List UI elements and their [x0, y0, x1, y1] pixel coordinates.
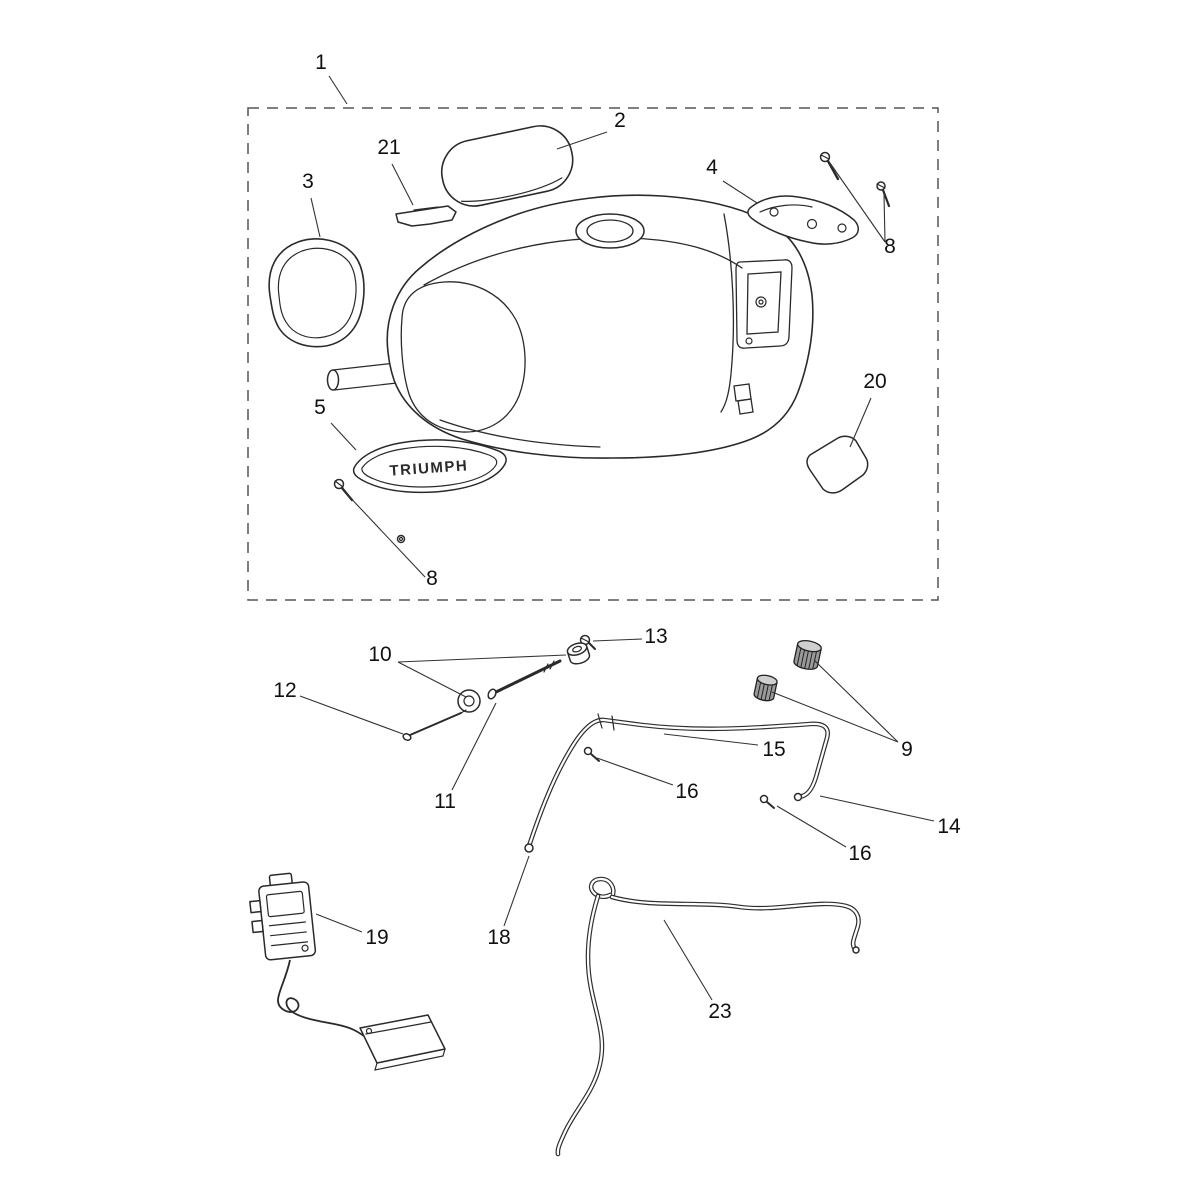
rubber-bush: [457, 689, 481, 713]
callout-16-a: 16: [675, 780, 698, 803]
sender-plate: [359, 1014, 446, 1071]
callout-4: 4: [706, 156, 718, 179]
callout-13: 13: [644, 625, 667, 648]
hose-end-fitting: [524, 843, 534, 853]
callout-8-bottom: 8: [426, 567, 438, 590]
callout-23: 23: [708, 1000, 731, 1023]
knee-pad-left: [268, 238, 365, 348]
hose-clip: [759, 794, 775, 809]
leader-lines: [299, 75, 935, 1001]
tank-rear-seam: [720, 213, 735, 413]
callout-10: 10: [368, 643, 391, 666]
knurled-cap: [793, 640, 822, 670]
callout-20: 20: [863, 370, 886, 393]
callout-labels: 1 2 21 3 4 8 20 5 8 13 10 12 9 15 11 16 …: [273, 51, 961, 1023]
callout-16-b: 16: [848, 842, 871, 865]
bracket-plate: [395, 205, 457, 227]
screw: [819, 151, 840, 181]
callout-11: 11: [434, 790, 456, 813]
screw-long: [402, 709, 467, 741]
callout-8-top: 8: [884, 235, 896, 258]
tank-side-cutout: [735, 259, 793, 349]
hose-clip: [583, 746, 600, 762]
hose-end-fitting: [852, 946, 860, 954]
callout-5: 5: [314, 396, 326, 419]
callout-12: 12: [273, 679, 296, 702]
callout-3: 3: [302, 170, 314, 193]
mounting-stud: [487, 659, 562, 700]
flanged-bush: [566, 642, 591, 665]
callout-21: 21: [377, 136, 400, 159]
tank-bottom-lip: [439, 419, 601, 448]
filler-cap: [575, 213, 645, 249]
callout-2: 2: [614, 109, 626, 132]
nut: [396, 534, 406, 544]
callout-14: 14: [937, 815, 961, 838]
screw: [876, 181, 891, 208]
hose-end-fitting: [793, 792, 803, 802]
fuel-tank: [326, 194, 814, 459]
badge-text: TRIUMPH: [389, 457, 469, 479]
fuel-hose: [524, 713, 830, 853]
knee-pad-right: [440, 125, 574, 207]
tank-badge: TRIUMPH: [352, 439, 507, 494]
tank-knee-recess: [400, 281, 526, 433]
pump-wire: [277, 959, 365, 1037]
callout-9: 9: [901, 738, 913, 761]
knurled-cap: [753, 674, 778, 702]
vent-hose: [555, 876, 861, 1157]
callout-19: 19: [365, 926, 388, 949]
fuel-pump-assembly: [249, 872, 446, 1071]
assembly-boundary-box: [247, 107, 939, 601]
rear-bracket: [747, 195, 859, 245]
callout-15: 15: [762, 738, 785, 761]
callout-18: 18: [487, 926, 510, 949]
callout-1: 1: [315, 51, 327, 74]
tank-mount-tabs: [733, 383, 754, 415]
tank-body: [386, 194, 814, 459]
side-pad: [806, 435, 869, 494]
